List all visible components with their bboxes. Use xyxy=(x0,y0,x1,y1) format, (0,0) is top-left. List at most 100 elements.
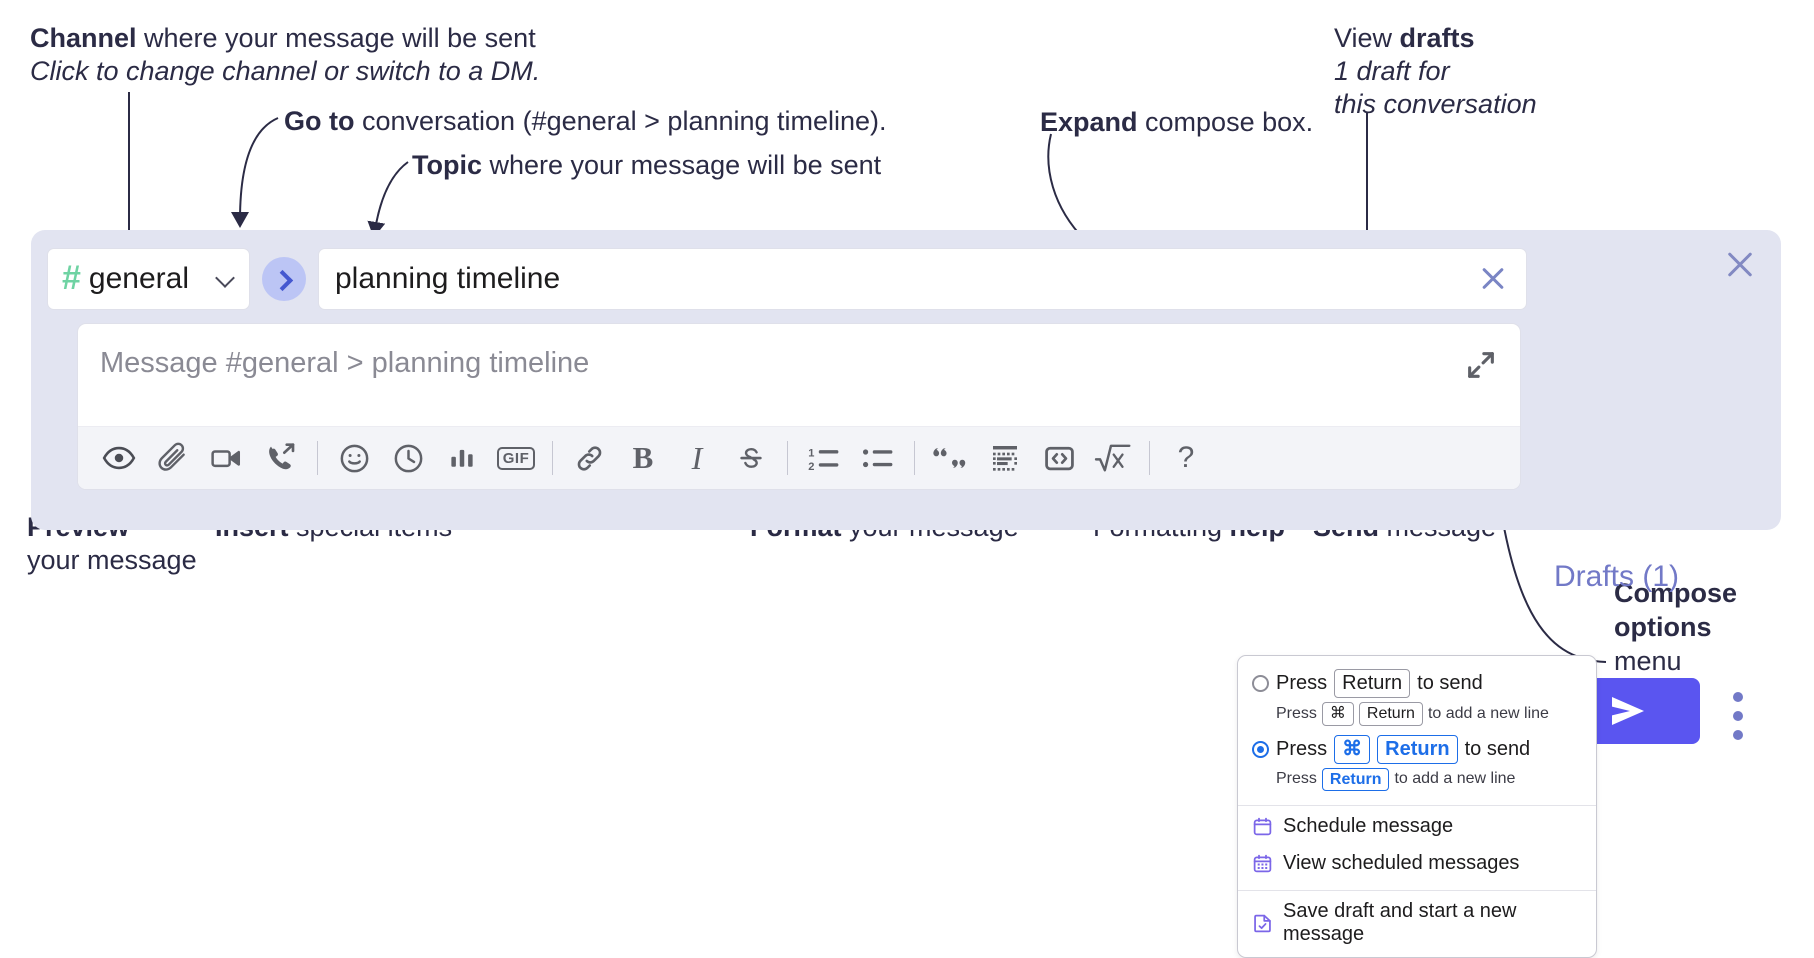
more-options-icon[interactable] xyxy=(1733,692,1743,749)
emoji-icon[interactable] xyxy=(327,435,381,481)
italic-label: I xyxy=(691,439,703,476)
topic-input[interactable]: planning timeline xyxy=(318,248,1527,310)
message-placeholder: Message #general > planning timeline xyxy=(100,347,590,379)
ordered-list-icon[interactable]: 1 2 xyxy=(797,435,851,481)
option1-post: to send xyxy=(1417,672,1483,694)
inline-code-icon[interactable] xyxy=(1032,435,1086,481)
toolbar-separator xyxy=(787,441,788,475)
svg-text:2: 2 xyxy=(808,461,814,473)
option1-sub-key1: ⌘ xyxy=(1321,702,1354,726)
call-forward-icon[interactable] xyxy=(254,435,308,481)
kebab-dot xyxy=(1733,711,1743,721)
annotation-goto: Go to conversation (#general > planning … xyxy=(284,105,887,138)
help-label: ? xyxy=(1177,441,1195,474)
menu-item-view-scheduled-messages[interactable]: View scheduled messages xyxy=(1238,845,1596,882)
annotation-goto-title: Go to xyxy=(284,106,355,136)
code-block-icon[interactable] xyxy=(978,435,1032,481)
annotation-channel-title: Channel xyxy=(30,23,137,53)
annotation-drafts-sub1: 1 draft for xyxy=(1334,55,1450,86)
compose-panel: # general planning timeline Message #gen… xyxy=(31,230,1781,744)
preview-icon[interactable] xyxy=(92,435,146,481)
menu-radio-cmd-return-to-send[interactable]: Press ⌘ Return to send xyxy=(1238,732,1596,767)
annotation-preview-sub: your message xyxy=(27,544,197,575)
message-input[interactable]: Message #general > planning timeline xyxy=(77,323,1521,490)
compose-inner: # general planning timeline Message #gen… xyxy=(31,230,1537,530)
radio-icon-selected[interactable] xyxy=(1252,740,1269,758)
close-icon[interactable] xyxy=(1476,262,1510,296)
option1-sub-post: to add a new line xyxy=(1427,704,1549,722)
clock-icon[interactable] xyxy=(381,435,435,481)
help-icon[interactable]: ? xyxy=(1159,435,1213,481)
blockquote-icon[interactable] xyxy=(924,435,978,481)
annotation-expand: Expand compose box. xyxy=(1040,106,1313,139)
menu-item-schedule-message[interactable]: Schedule message xyxy=(1238,808,1596,845)
link-icon[interactable] xyxy=(562,435,616,481)
annotation-compose-options: Compose options menu xyxy=(1614,577,1737,678)
toolbar-separator xyxy=(914,441,915,475)
gif-icon[interactable]: GIF xyxy=(489,435,543,481)
option2-pre: Press xyxy=(1276,737,1328,760)
option2-sub-post: to add a new line xyxy=(1394,770,1516,788)
strikethrough-icon[interactable] xyxy=(724,435,778,481)
menu-subtext-2: Press Return to add a new line xyxy=(1238,767,1596,798)
annotation-topic-rest: where your message will be sent xyxy=(482,150,882,180)
save-draft-icon xyxy=(1252,913,1273,934)
annotation-topic-title: Topic xyxy=(412,150,482,180)
topic-value: planning timeline xyxy=(335,262,561,295)
option2-key1: ⌘ xyxy=(1334,734,1371,764)
compose-options-menu: Press Return to send Press ⌘ Return to a… xyxy=(1237,655,1597,958)
option2-sub-key: Return xyxy=(1321,767,1390,792)
annotation-topic: Topic where your message will be sent xyxy=(412,149,881,182)
option2-post: to send xyxy=(1464,737,1531,760)
bold-label: B xyxy=(632,440,654,475)
hash-icon: # xyxy=(62,258,81,297)
annotation-compose-opts-3: menu xyxy=(1614,645,1682,676)
annotation-compose-opts-1: Compose xyxy=(1614,578,1738,608)
option1-key: Return xyxy=(1334,669,1411,698)
bulleted-list-icon[interactable] xyxy=(851,435,905,481)
annotation-drafts-pre: View xyxy=(1334,23,1400,53)
expand-icon[interactable] xyxy=(1464,348,1498,382)
menu-subtext-1: Press ⌘ Return to add a new line xyxy=(1238,701,1596,732)
calendar-grid-icon xyxy=(1252,853,1273,874)
annotation-expand-title: Expand xyxy=(1040,107,1138,137)
poll-icon[interactable] xyxy=(435,435,489,481)
calendar-icon xyxy=(1252,816,1273,837)
kebab-dot xyxy=(1733,730,1743,740)
channel-selector[interactable]: # general xyxy=(47,248,250,310)
menu-radio-return-to-send[interactable]: Press Return to send xyxy=(1238,666,1596,701)
annotation-expand-rest: compose box. xyxy=(1137,107,1314,137)
video-icon[interactable] xyxy=(200,435,254,481)
bold-icon[interactable]: B xyxy=(616,435,670,481)
menu-divider xyxy=(1238,890,1596,892)
gif-label: GIF xyxy=(496,446,536,470)
menu-item-save-draft[interactable]: Save draft and start a new message xyxy=(1238,893,1596,953)
drafts-link[interactable]: Drafts (1) xyxy=(1554,560,1680,593)
toolbar-separator xyxy=(552,441,553,475)
close-icon[interactable] xyxy=(1723,248,1757,282)
toolbar-separator xyxy=(317,441,318,475)
option1-sub-key2: Return xyxy=(1358,702,1423,726)
chevron-right-icon xyxy=(275,272,289,286)
annotation-channel-rest: where your message will be sent xyxy=(136,23,536,53)
svg-text:1: 1 xyxy=(808,448,814,460)
annotation-drafts: View drafts 1 draft for this conversatio… xyxy=(1334,22,1537,121)
option2-sub-pre: Press xyxy=(1276,770,1317,788)
math-icon[interactable] xyxy=(1086,435,1140,481)
compose-panel-right: Drafts (1) xyxy=(1537,230,1781,744)
goto-conversation-button[interactable] xyxy=(262,257,306,301)
menu-divider xyxy=(1238,805,1596,807)
annotation-drafts-title: drafts xyxy=(1399,23,1475,53)
kebab-dot xyxy=(1733,692,1743,702)
annotation-compose-opts-2: options xyxy=(1614,611,1712,642)
annotation-drafts-sub2: this conversation xyxy=(1334,88,1537,119)
option1-pre: Press xyxy=(1276,672,1328,694)
radio-icon[interactable] xyxy=(1252,675,1269,692)
attachment-icon[interactable] xyxy=(146,435,200,481)
option1-sub-pre: Press xyxy=(1276,704,1317,722)
italic-icon[interactable]: I xyxy=(670,435,724,481)
menu-item-label: View scheduled messages xyxy=(1283,852,1520,875)
annotation-channel-sub: Click to change channel or switch to a D… xyxy=(30,55,541,86)
chevron-down-icon xyxy=(217,270,235,288)
annotation-goto-rest: conversation (#general > planning timeli… xyxy=(354,106,887,136)
